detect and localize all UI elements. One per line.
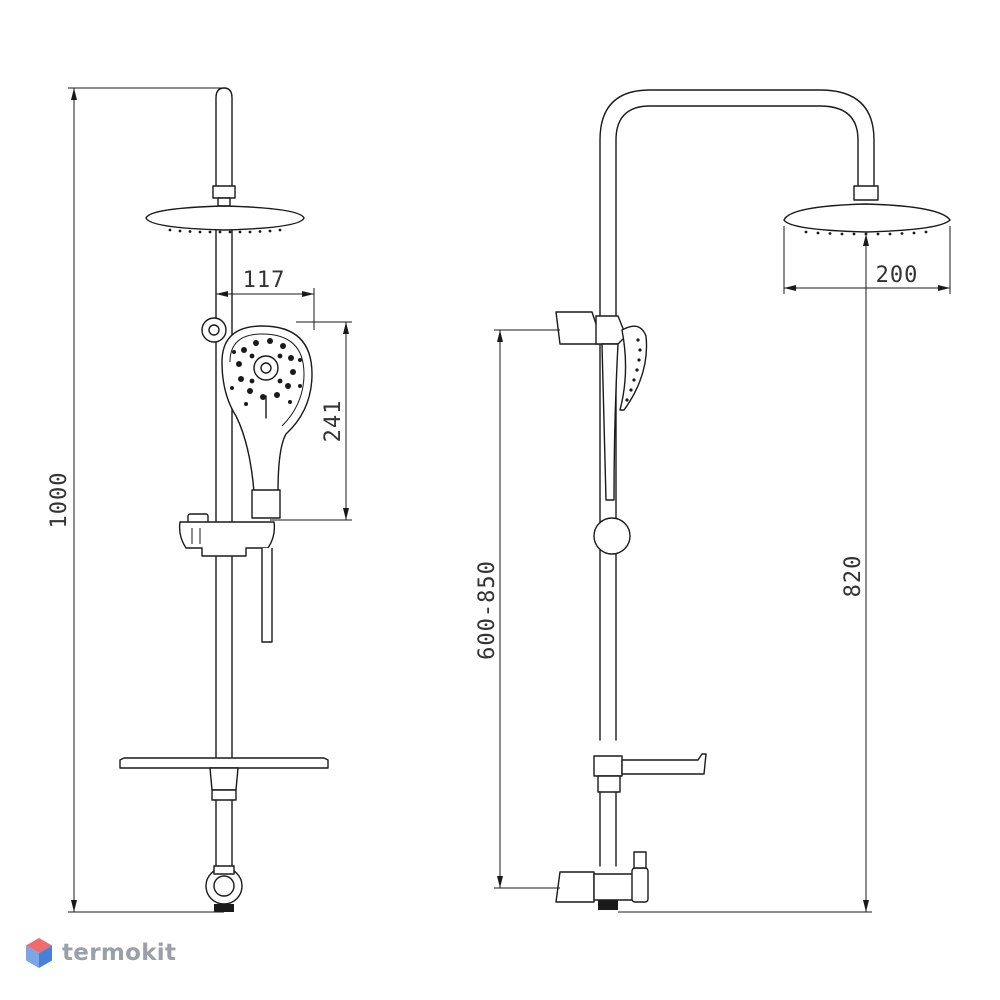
side-shelf (593, 753, 707, 793)
side-arm-nut (853, 185, 879, 201)
side-hand-shower (619, 325, 648, 411)
front-wall-connector (205, 865, 243, 912)
dimension-lines (68, 87, 951, 913)
dim-hand-shower-length: 241 (321, 400, 346, 443)
hexagon-cube-icon (26, 938, 52, 968)
front-hand-shower-grip-end (251, 489, 281, 519)
side-hand-shower-handle (601, 343, 619, 501)
front-hand-shower-nozzles (230, 338, 302, 406)
dim-total-height: 1000 (47, 472, 72, 529)
side-diverter (555, 851, 649, 910)
dim-outlet-height: 820 (841, 555, 866, 598)
brand-logo: termokit (24, 936, 176, 970)
side-arm-outer (599, 89, 875, 741)
front-shower-arm (215, 87, 233, 189)
side-arm-inner (615, 105, 859, 741)
front-view (119, 87, 329, 912)
side-slide-knob (593, 517, 631, 555)
brand-name: termokit (62, 940, 177, 966)
front-rain-nozzles (168, 228, 282, 234)
front-slide-holder (178, 513, 276, 557)
front-shelf (119, 757, 329, 769)
side-hand-shower-nozzles (625, 338, 642, 402)
front-hose (261, 548, 273, 643)
dim-rain-head-diameter: 200 (876, 263, 919, 288)
side-rain-head (783, 203, 951, 233)
side-view (555, 89, 951, 910)
front-hand-shower (221, 325, 313, 519)
front-rain-head (145, 205, 305, 231)
side-upper-bracket (555, 311, 599, 345)
front-arm-nut (212, 185, 236, 199)
dim-holder-height-range: 600-850 (475, 560, 500, 660)
dim-hand-shower-reach: 117 (243, 268, 286, 293)
